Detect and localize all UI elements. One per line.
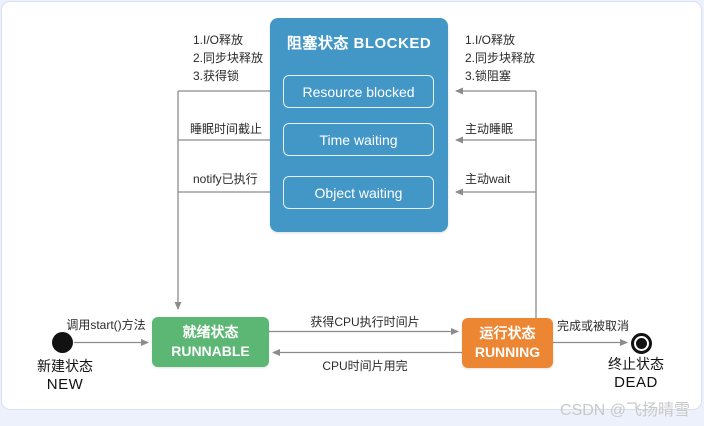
label-sleep-end: 睡眠时间截止: [190, 122, 263, 136]
label-block-3: 3.锁阻塞: [465, 69, 512, 83]
dead-state-label: 终止状态 DEAD: [596, 354, 676, 391]
final-state-inner-dot: [636, 338, 647, 349]
label-block-conditions: 1.I/O释放 2.同步块释放 3.锁阻塞: [465, 31, 535, 85]
substate-resource-blocked: Resource blocked: [283, 75, 434, 108]
label-unblock-conditions: 1.I/O释放 2.同步块释放 3.获得锁: [193, 31, 263, 85]
runnable-state-box: 就绪状态 RUNNABLE: [152, 317, 269, 367]
new-state-label-en: NEW: [46, 376, 84, 393]
blocked-state-title: 阻塞状态 BLOCKED: [286, 35, 432, 52]
csdn-watermark: CSDN @飞扬晴雪: [559, 402, 690, 419]
running-title-cn: 运行状态: [479, 325, 536, 341]
runnable-title-cn: 就绪状态: [182, 324, 239, 340]
label-unblock-1: 1.I/O释放: [193, 33, 244, 47]
initial-state-dot: [52, 332, 73, 353]
substate-time-waiting: Time waiting: [283, 123, 434, 156]
running-title-en: RUNNING: [474, 344, 541, 360]
label-start-call: 调用start()方法: [66, 318, 146, 332]
runnable-title-en: RUNNABLE: [171, 343, 250, 359]
final-state-dot: [631, 333, 652, 354]
label-notify-done: notify已执行: [193, 172, 258, 186]
label-active-wait: 主动wait: [465, 172, 511, 186]
label-block-1: 1.I/O释放: [465, 33, 516, 47]
substate-object-waiting: Object waiting: [283, 176, 434, 209]
label-cpu-used: CPU时间片用完: [322, 359, 408, 373]
label-unblock-2: 2.同步块释放: [193, 51, 264, 65]
label-block-2: 2.同步块释放: [465, 51, 536, 65]
new-state-label-cn: 新建状态: [37, 358, 93, 374]
label-finish-or-cancel: 完成或被取消: [557, 319, 630, 333]
label-unblock-3: 3.获得锁: [193, 69, 240, 83]
dead-state-label-en: DEAD: [614, 374, 658, 391]
running-state-box: 运行状态 RUNNING: [462, 318, 553, 368]
dead-state-label-cn: 终止状态: [608, 356, 664, 372]
label-active-sleep: 主动睡眠: [465, 122, 514, 136]
new-state-label: 新建状态 NEW: [25, 356, 105, 393]
blocked-state-box: 阻塞状态 BLOCKED Resource blocked Time waiti…: [270, 18, 448, 232]
label-get-cpu: 获得CPU执行时间片: [310, 315, 420, 329]
